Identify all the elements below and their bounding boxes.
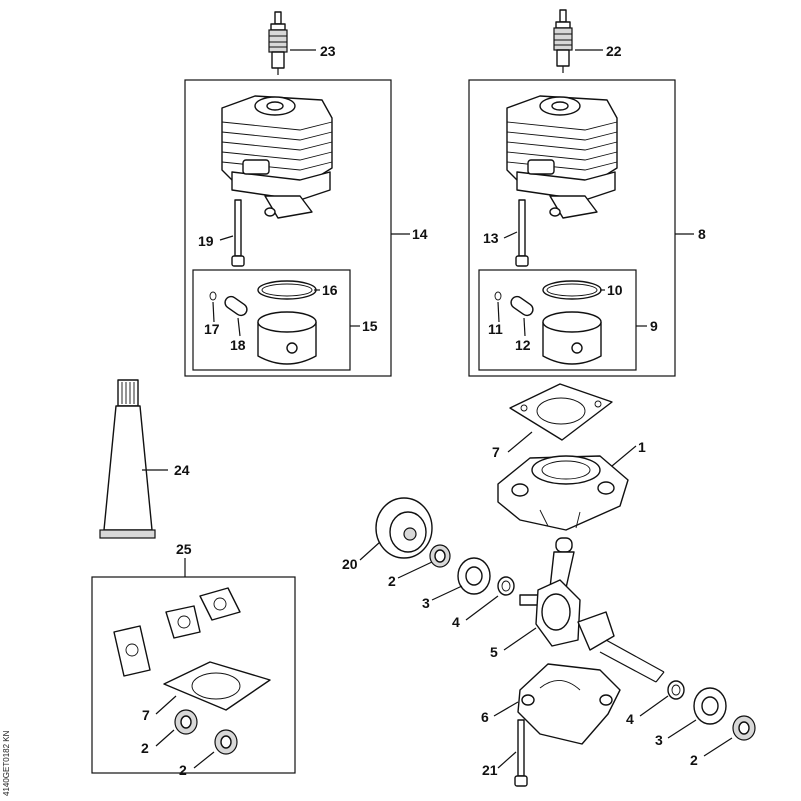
box-gasket-set xyxy=(91,576,296,774)
callout-2-crank-upper: 2 xyxy=(388,573,396,589)
piston-kit-left xyxy=(209,280,317,365)
grease-tube xyxy=(99,379,156,539)
callout-2-gasket-set-upper: 2 xyxy=(141,740,149,756)
piston-kit-right xyxy=(494,280,602,365)
gasket-set-seal-upper xyxy=(174,709,198,735)
callout-15: 15 xyxy=(362,318,378,334)
callout-7-right: 7 xyxy=(492,444,500,460)
box-cylinder-kit-left xyxy=(184,79,392,377)
box-piston-kit-left xyxy=(192,269,351,371)
callout-16: 16 xyxy=(322,282,338,298)
callout-21: 21 xyxy=(482,762,498,778)
callout-1: 1 xyxy=(638,439,646,455)
gasket-set-small-gaskets xyxy=(113,587,241,677)
cylinder-bolt-left xyxy=(231,199,245,267)
box-piston-kit-right xyxy=(478,269,637,371)
callout-18: 18 xyxy=(230,337,246,353)
callout-8: 8 xyxy=(698,226,706,242)
ball-bearing-3-upper xyxy=(457,557,491,595)
callout-9: 9 xyxy=(650,318,658,334)
callout-7-gasket-set: 7 xyxy=(142,707,150,723)
callout-2-gasket-set-lower: 2 xyxy=(179,762,187,778)
callout-23: 23 xyxy=(320,43,336,59)
side-document-code: 4140GET0182 KN xyxy=(2,730,11,796)
crankshaft xyxy=(519,537,665,683)
callout-5: 5 xyxy=(490,644,498,660)
crankcase-upper xyxy=(497,455,629,531)
callout-17: 17 xyxy=(204,321,220,337)
callout-25: 25 xyxy=(176,541,192,557)
leader-lines xyxy=(142,49,733,769)
washer-4-upper xyxy=(497,576,515,596)
cylinder-right xyxy=(506,95,618,219)
callout-12: 12 xyxy=(515,337,531,353)
crankcase-bolt xyxy=(514,719,528,787)
gasket-set-cylinder-gasket xyxy=(163,661,271,711)
callout-2-crank-lower: 2 xyxy=(690,752,698,768)
clutch-drum xyxy=(375,497,433,559)
washer-4-lower xyxy=(667,680,685,700)
callout-4-upper: 4 xyxy=(452,614,460,630)
oil-seal-2-lower xyxy=(732,715,756,741)
callout-14: 14 xyxy=(412,226,428,242)
spark-plug-left xyxy=(268,11,288,75)
spark-plug-right xyxy=(553,9,573,73)
callout-4-lower: 4 xyxy=(626,711,634,727)
callout-3-upper: 3 xyxy=(422,595,430,611)
callout-20: 20 xyxy=(342,556,358,572)
gasket-set-seal-lower xyxy=(214,729,238,755)
callout-24: 24 xyxy=(174,462,190,478)
crankcase-lower xyxy=(517,663,621,745)
callout-11: 11 xyxy=(488,321,503,337)
callout-10: 10 xyxy=(607,282,623,298)
callout-3-lower: 3 xyxy=(655,732,663,748)
cylinder-gasket xyxy=(509,383,613,441)
cylinder-bolt-right xyxy=(515,199,529,267)
callout-22: 22 xyxy=(606,43,622,59)
callout-6: 6 xyxy=(481,709,489,725)
oil-seal-2-upper xyxy=(429,544,451,568)
box-cylinder-kit-right xyxy=(468,79,676,377)
callout-19: 19 xyxy=(198,233,214,249)
ball-bearing-3-lower xyxy=(693,687,727,725)
callout-13: 13 xyxy=(483,230,499,246)
cylinder-left xyxy=(221,95,333,219)
